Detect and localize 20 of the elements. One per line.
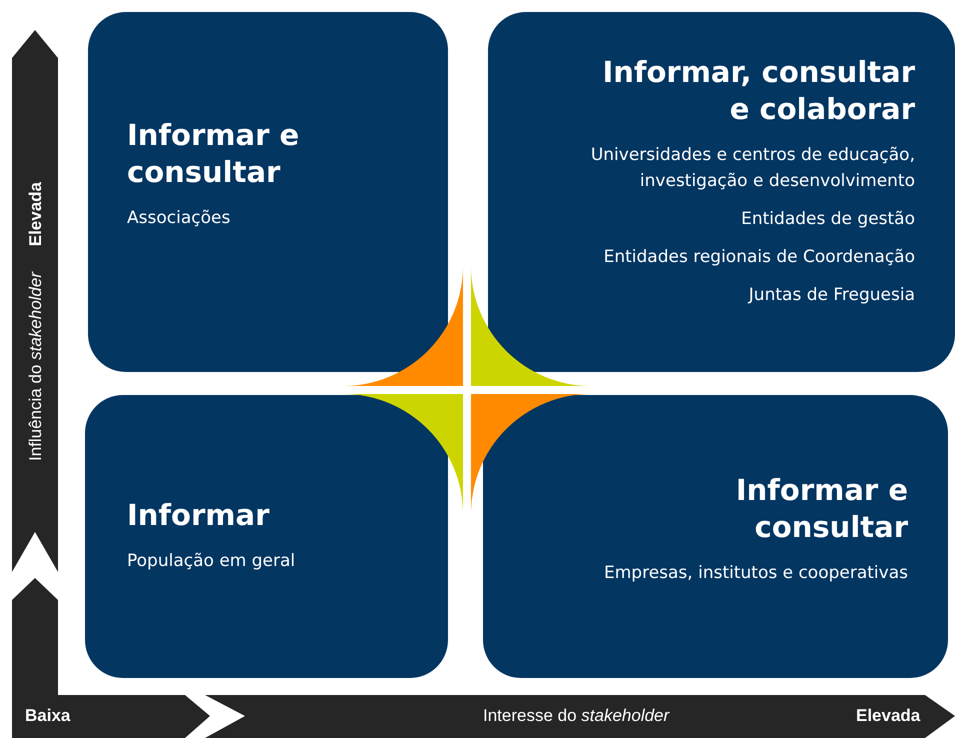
axis-title: Influência do stakeholder bbox=[26, 272, 46, 462]
quadrant-box bbox=[88, 12, 448, 372]
stakeholder-group-text: Universidades e centros de educação, investigação e desenvolvimento bbox=[590, 144, 915, 193]
stakeholder-group-text: Entidades regionais de Coordenação bbox=[602, 246, 915, 269]
stakeholder-group-text: Empresas, institutos e cooperativas bbox=[602, 562, 908, 585]
quadrant-heading: Informar e consultar bbox=[127, 117, 300, 191]
quadrant-heading: Informar bbox=[127, 497, 270, 534]
axis-title: Interesse do stakeholder bbox=[483, 706, 670, 726]
stakeholder-group-text: Juntas de Freguesia bbox=[746, 284, 915, 307]
quadrant-box bbox=[483, 395, 948, 678]
quadrant-heading: Informar, consultar e colaborar bbox=[601, 54, 915, 128]
quadrant-heading: Informar e consultar bbox=[734, 472, 908, 546]
stakeholder-group-text: População em geral bbox=[127, 550, 296, 573]
quadrant-box bbox=[85, 395, 448, 678]
stakeholder-group-text: Entidades de gestão bbox=[740, 208, 915, 231]
axis-end-label: Baixa bbox=[25, 706, 70, 726]
axis-end-label: Elevada bbox=[26, 182, 46, 246]
axis-end-label: Elevada bbox=[856, 706, 920, 726]
stakeholder-group-text: Associações bbox=[127, 207, 232, 230]
quadrant-box bbox=[488, 12, 955, 372]
